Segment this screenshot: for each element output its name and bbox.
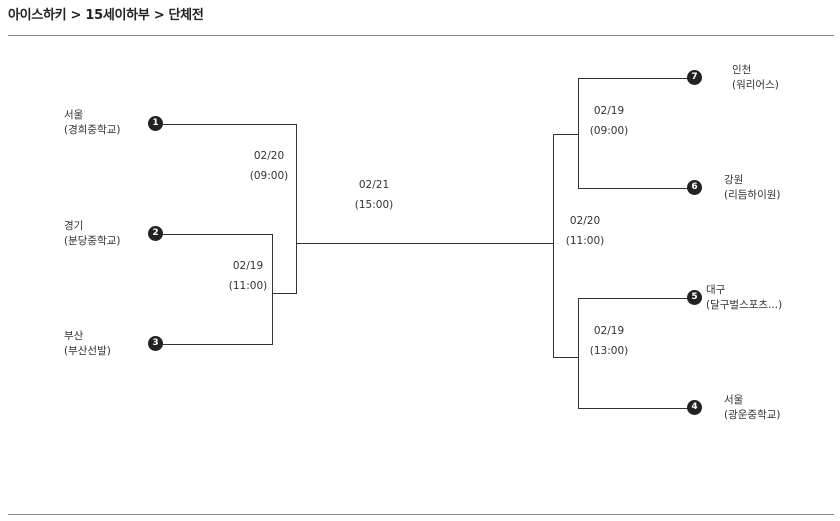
bracket-line: [163, 234, 273, 235]
seed-badge: 1: [148, 116, 163, 131]
match-time: (11:00): [228, 280, 268, 292]
bracket-line: [578, 298, 688, 299]
team-entry: 경기 (분당중학교): [64, 219, 121, 249]
match-date: 02/21: [358, 179, 390, 191]
bracket-line: [578, 298, 579, 408]
match-label: 02/21 (15:00): [350, 178, 398, 213]
match-date: 02/19: [593, 105, 625, 117]
bracket-line: [272, 234, 273, 345]
seed-badge: 3: [148, 336, 163, 351]
bracket-line: [578, 408, 688, 409]
match-label: 02/19 (13:00): [585, 324, 633, 359]
match-date: 02/19: [593, 325, 625, 337]
breadcrumb: 아이스하키 > 15세이하부 > 단체전: [8, 8, 204, 23]
bracket-line: [163, 124, 297, 125]
bracket-line: [578, 78, 688, 79]
bottom-divider: [8, 514, 834, 515]
match-label: 02/20 (11:00): [561, 214, 609, 249]
bracket-line: [553, 357, 579, 358]
seed-badge: 7: [687, 70, 702, 85]
top-divider: [8, 35, 834, 36]
seed-badge: 4: [687, 400, 702, 415]
team-entry: 인천 (워리어스): [732, 63, 779, 93]
team-region: 인천: [732, 64, 752, 76]
bracket-line: [578, 78, 579, 189]
team-school: (부산선발): [64, 345, 111, 357]
match-date: 02/19: [232, 260, 264, 272]
team-region: 대구: [706, 284, 726, 296]
bracket-line: [163, 344, 273, 345]
bracket-line: [553, 134, 554, 358]
team-entry: 부산 (부산선발): [64, 329, 111, 359]
team-school: (분당중학교): [64, 235, 121, 247]
team-region: 서울: [724, 394, 744, 406]
team-region: 경기: [64, 220, 84, 232]
team-entry: 강원 (리듬하이원): [724, 173, 781, 203]
match-label: 02/20 (09:00): [245, 149, 293, 184]
match-time: (09:00): [589, 125, 629, 137]
team-entry: 서울 (경희중학교): [64, 108, 121, 138]
bracket-line: [272, 293, 297, 294]
match-date: 02/20: [569, 215, 601, 227]
seed-badge: 5: [687, 290, 702, 305]
match-date: 02/20: [253, 150, 285, 162]
match-label: 02/19 (11:00): [224, 259, 272, 294]
bracket-line: [578, 188, 688, 189]
bracket-line: [553, 134, 579, 135]
match-label: 02/19 (09:00): [585, 104, 633, 139]
team-school: (리듬하이원): [724, 189, 781, 201]
seed-badge: 6: [687, 180, 702, 195]
team-school: (광운중학교): [724, 409, 781, 421]
team-region: 강원: [724, 174, 744, 186]
seed-badge: 2: [148, 226, 163, 241]
match-time: (13:00): [589, 345, 629, 357]
match-time: (11:00): [565, 235, 605, 247]
team-region: 서울: [64, 109, 84, 121]
team-school: (워리어스): [732, 79, 779, 91]
team-entry: 대구 (달구벌스포츠...): [706, 283, 782, 313]
bracket-line: [296, 124, 297, 294]
team-region: 부산: [64, 330, 84, 342]
match-time: (09:00): [249, 170, 289, 182]
team-school: (달구벌스포츠...): [706, 299, 783, 311]
team-entry: 서울 (광운중학교): [724, 393, 781, 423]
team-school: (경희중학교): [64, 124, 121, 136]
bracket-line: [296, 243, 554, 244]
match-time: (15:00): [354, 199, 394, 211]
